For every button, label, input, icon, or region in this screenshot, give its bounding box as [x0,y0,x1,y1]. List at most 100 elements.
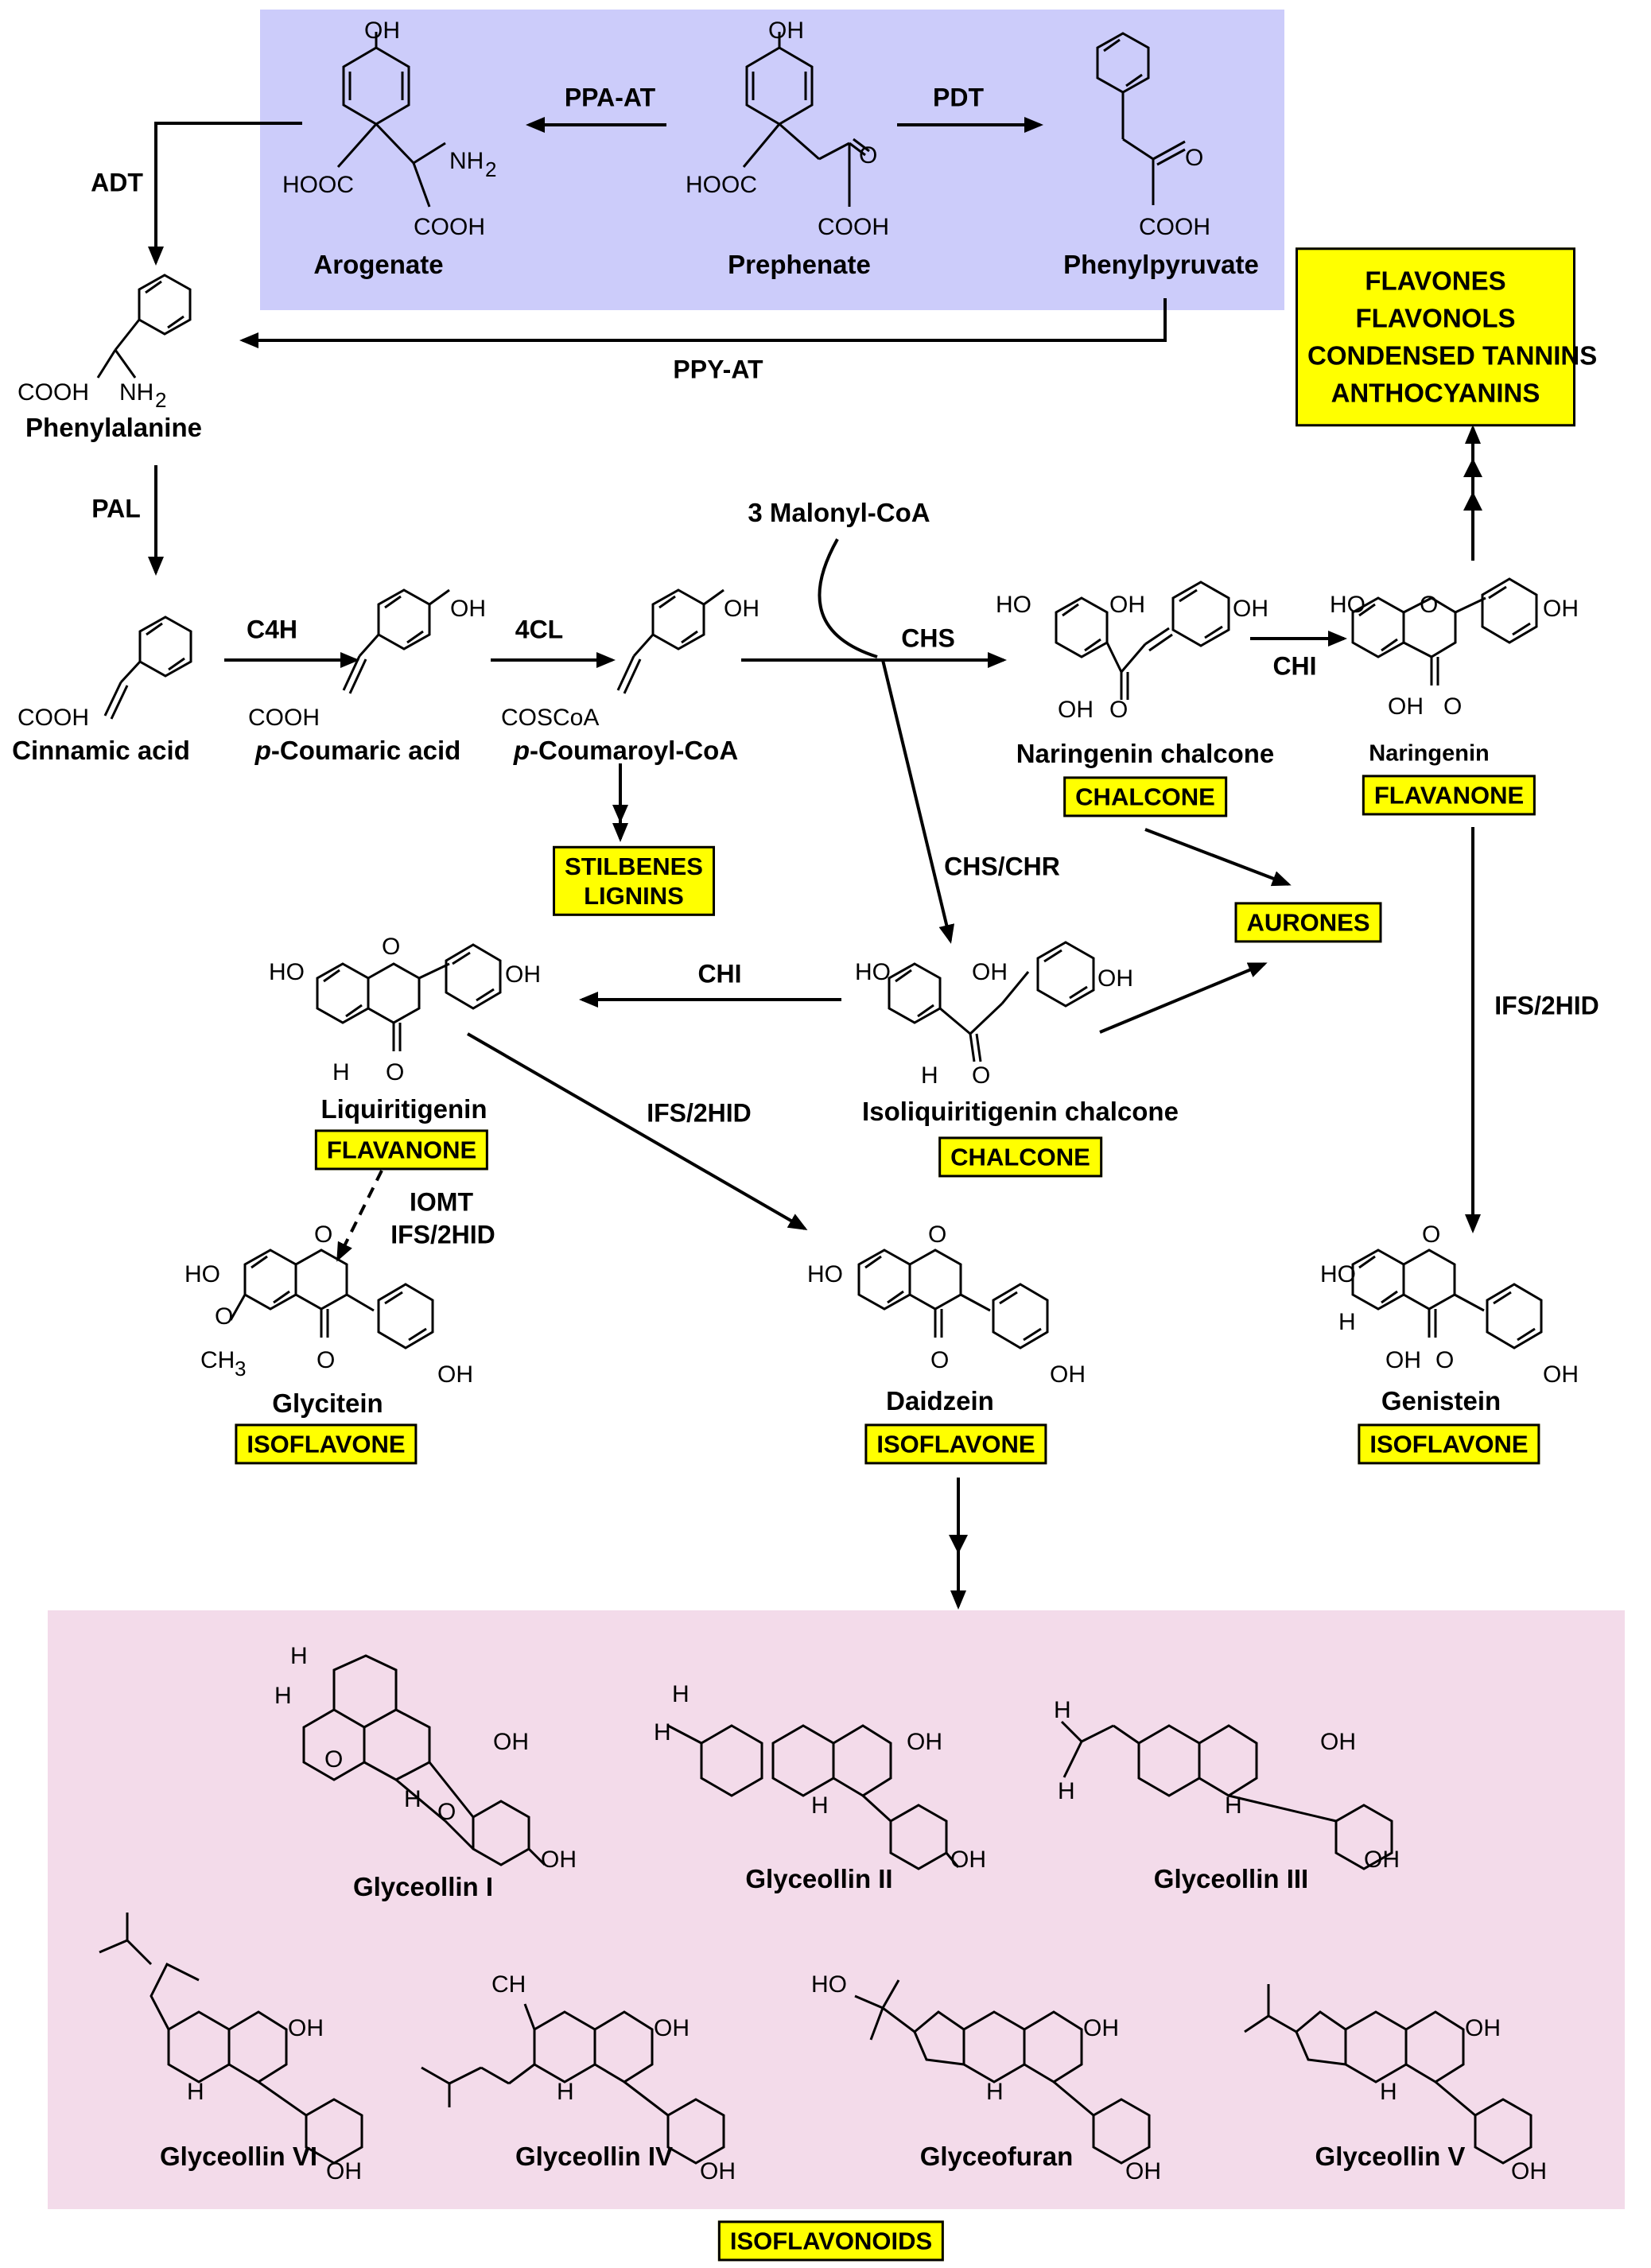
iso-ho: HO [855,959,891,985]
enzyme-ifs-iomt: IFS/2HID [390,1220,495,1249]
arrow-ic-aurones [1099,962,1268,1034]
g1-o: O [324,1746,343,1773]
gf-oh2: OH [1125,2158,1161,2185]
prephenate-label: Prephenate [728,250,871,279]
g1-oh2: OH [541,1847,577,1873]
phenylpyruvate-cooh: COOH [1139,214,1210,240]
arrow-ppy-at [239,298,1167,348]
arogenate-oh: OH [364,17,400,44]
phenylalanine-nh: NH [119,379,153,406]
arogenate-label: Arogenate [313,250,444,279]
pcoumaroyl-oh: OH [724,596,759,622]
glyceofuran-label: Glyceofuran [919,2142,1074,2171]
prephenate-structure [742,32,870,207]
g1-o2: O [437,1799,456,1825]
g5-h: H [1380,2079,1397,2105]
class-isoflavone-3: ISOFLAVONE [1358,1423,1540,1465]
glyceollin-1-structure [302,1654,546,1866]
p-coumaric-acid-label: p-Coumaric acid [255,736,461,766]
arrow-adt [148,122,302,266]
g3-h: H [1225,1792,1242,1819]
precursor-region [260,10,1284,310]
phenylpyruvate-label: Phenylpyruvate [1063,250,1259,279]
gly-o: O [317,1347,335,1373]
class-condensed-tannins: CONDENSED TANNINS [1307,340,1598,370]
daidzein-label: Daidzein [886,1386,994,1416]
class-isoflavonoids: ISOFLAVONOIDS [717,2220,945,2262]
class-flavanone-1: FLAVANONE [1362,775,1536,816]
molecule-skeletons [96,32,1543,2165]
gly-ch: CH [200,1347,235,1373]
cinnamic-acid-label: Cinnamic acid [12,736,190,765]
g2-h: H [811,1792,829,1819]
liquiritigenin-structure [316,943,502,1051]
glyceollin-4-label: Glyceollin IV [515,2142,674,2171]
gen-o-ring: O [1422,1221,1440,1248]
class-isoflavone-2: ISOFLAVONE [864,1423,1047,1465]
phenylalanine-nh-sub: 2 [155,388,166,412]
gf-h: H [986,2079,1004,2105]
nar-o: O [1443,693,1462,720]
glyceollin-6-structure [99,1913,363,2165]
g1-h: H [404,1786,421,1812]
gen-h: H [1338,1309,1356,1335]
liq-o-ring: O [382,934,400,960]
p-coumaric-structure [342,588,450,694]
class-anthocyanins: ANTHOCYANINS [1331,377,1540,407]
class-flavones: FLAVONES [1365,266,1506,296]
p-coumaroyl-structure [616,588,724,694]
prephenate-hooc: HOOC [686,172,757,198]
enzyme-iomt: IOMT [410,1187,473,1217]
nc-ho: HO [996,592,1031,618]
glyceollin-6-label: Glyceollin VI [159,2142,318,2171]
naringenin-chalcone-structure [1055,581,1230,700]
phenylalanine-structure [96,274,192,379]
glycitein-label: Glycitein [272,1388,383,1418]
glyceollin-2-label: Glyceollin II [745,1864,893,1893]
prephenate-oh: OH [768,17,804,44]
class-isoflavone-1: ISOFLAVONE [235,1423,418,1465]
gly-o-ring: O [314,1221,332,1248]
glyceollin-3-label: Glyceollin III [1153,1864,1309,1893]
g3-h2c: H [1054,1697,1071,1723]
g6-h: H [187,2079,204,2105]
gf-oh: OH [1083,2015,1119,2041]
class-stilbenes-lignins: STILBENES LIGNINS [553,845,715,917]
daidzein-structure [857,1249,1049,1350]
g4-oh2: OH [700,2158,736,2185]
dai-oh: OH [1050,1361,1086,1388]
multi-step-heads [612,458,1482,1554]
enzyme-chs-chr: CHS/CHR [944,852,1060,881]
nar-oh: OH [1543,596,1579,622]
gly-oh: OH [437,1361,473,1388]
class-flavones-group: FLAVONES FLAVONOLS CONDENSED TANNINS ANT… [1296,247,1598,427]
class-stilbenes: STILBENES [565,852,703,880]
p-coumaroyl-coa-label: p-Coumaroyl-CoA [514,736,738,766]
arogenate-cooh: COOH [414,214,485,240]
g5-oh: OH [1465,2015,1501,2041]
arrow-malonyl-curve [818,538,878,658]
enzyme-pal: PAL [91,494,141,523]
naringenin-chalcone-label: Naringenin chalcone [1016,739,1275,768]
naringenin-structure [1351,577,1538,685]
arogenate-structure [336,32,446,208]
g1-oh: OH [493,1729,529,1755]
iso-oh-right: OH [1097,965,1133,992]
genistein-label: Genistein [1381,1386,1501,1416]
gen-ho: HO [1320,1261,1356,1287]
arrow-nc-aurones [1144,828,1292,887]
genistein-structure [1351,1249,1543,1350]
glyceollin-5-label: Glyceollin V [1315,2142,1466,2171]
arogenate-nh-sub: 2 [485,157,496,181]
p-coumaroyl-prefix: p [513,736,530,765]
g3-oh: OH [1320,1729,1356,1755]
glycitein-structure [229,1249,434,1350]
g1-h3c-b: H [274,1683,292,1709]
glyceollin-4-structure [421,2003,725,2165]
g4-h: H [557,2079,574,2105]
phenylalanine-cooh: COOH [17,379,89,406]
iso-h: H [921,1062,938,1089]
glyceollin-2-structure [667,1724,960,1870]
isoflavonoid-region [48,1610,1625,2209]
